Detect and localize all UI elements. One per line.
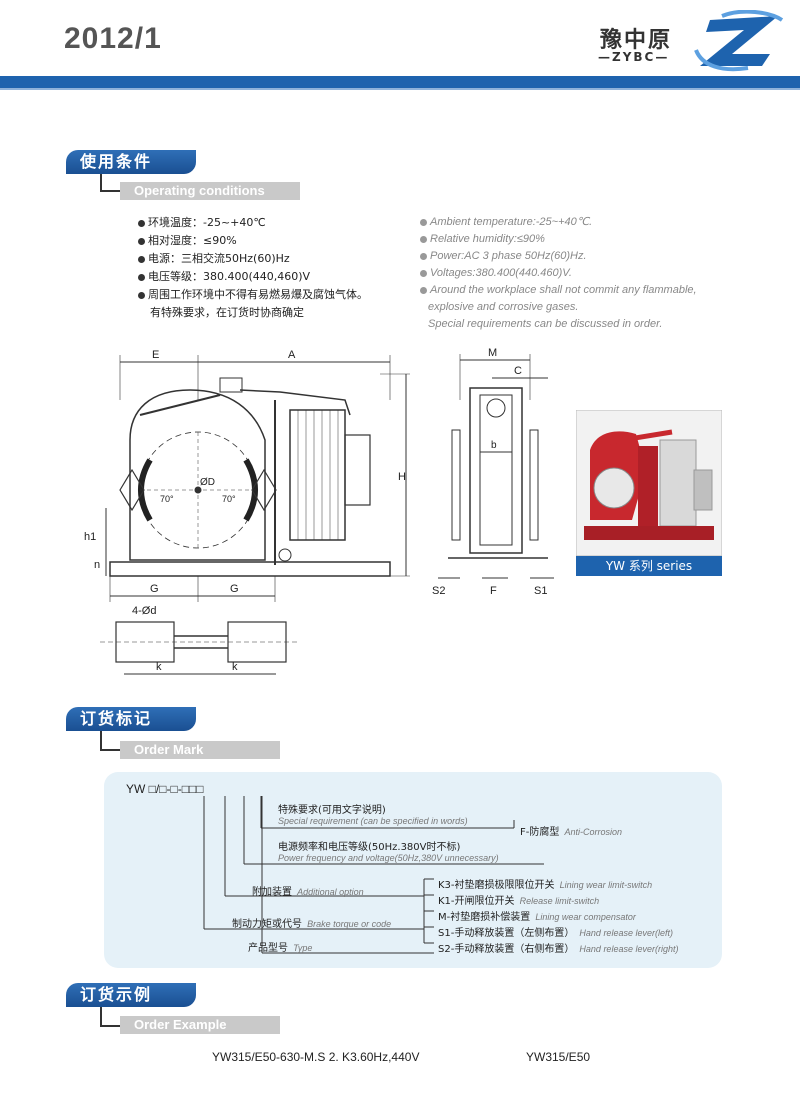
option-m: M-衬垫磨损补偿装置 Lining wear compensator: [438, 912, 636, 923]
dim-label: G: [230, 583, 239, 595]
bullet-icon: [138, 255, 145, 263]
section-connector-order-example: [100, 1007, 122, 1027]
dim-label: E: [152, 349, 159, 361]
dim-label: G: [150, 583, 159, 595]
header-band-accent: [0, 88, 800, 90]
series-label: YW 系列 series: [576, 556, 722, 576]
dim-label: ØD: [200, 477, 215, 488]
order-item-special: 特殊要求(可用文字说明) Special requirement (can be…: [278, 805, 468, 826]
condition-cn-item: 电源：三相交流50Hz(60)Hz: [138, 250, 408, 268]
order-item-torque: 制动力矩或代号 Brake torque or code: [232, 919, 392, 930]
condition-en-item: Voltages:380.400(440.460)V.: [420, 265, 740, 282]
condition-cn-item: 有特殊要求，在订货时协商确定: [150, 306, 304, 319]
bullet-icon: [138, 219, 145, 227]
section-title-order-mark: 订货标记: [66, 707, 196, 731]
dim-label: A: [288, 349, 296, 361]
bullet-icon: [420, 252, 427, 260]
option-k3: K3-衬垫磨损极限限位开关 Lining wear limit-switch: [438, 880, 653, 891]
conditions-en-list: Ambient temperature:-25~+40℃. Relative h…: [420, 214, 740, 333]
brake-drawing-icon: E A H h1 n ØD 70° 70° G G 4-Ød k: [84, 349, 410, 675]
order-item-anticorrosion: F-防腐型 Anti-Corrosion: [520, 827, 622, 838]
option-s1: S1-手动释放装置（左侧布置） Hand release lever(left): [438, 928, 673, 939]
condition-cn-item: 相对湿度：≤90%: [138, 232, 408, 250]
condition-cn-item: 环境温度：-25~+40℃: [138, 214, 408, 232]
dim-label: F: [490, 585, 497, 597]
condition-en-item: Ambient temperature:-25~+40℃.: [420, 214, 740, 231]
order-example-text: YW315/E50-630-M.S 2. K3.60Hz,440V: [212, 1050, 420, 1064]
option-k1: K1-开闸限位开关 Release limit-switch: [438, 896, 600, 907]
dim-label: S2: [432, 585, 445, 597]
dim-label: C: [514, 365, 522, 377]
order-code: YW □/□-□-□□□: [126, 782, 204, 796]
section-title-order-example: 订货示例: [66, 983, 196, 1007]
option-s2: S2-手动释放装置（右侧布置） Hand release lever(right…: [438, 944, 679, 955]
dim-label: 70°: [222, 494, 236, 504]
order-item-type: 产品型号 Type: [248, 943, 313, 954]
dim-label: k: [232, 661, 238, 673]
dim-label: h1: [84, 531, 96, 543]
dim-label: k: [156, 661, 162, 673]
logo-text-cn: 豫中原: [600, 28, 673, 53]
bullet-icon: [420, 269, 427, 277]
brake-side-view-icon: M C b S2 F S1: [432, 347, 554, 597]
order-mark-tree: [203, 796, 544, 954]
page-year: 2012/1: [64, 22, 162, 55]
condition-cn-item: 周围工作环境中不得有易燃易爆及腐蚀气体。: [138, 286, 408, 304]
bullet-icon: [420, 218, 427, 226]
section-subtitle-operating: Operating conditions: [120, 182, 300, 200]
section-connector-operating: [100, 174, 122, 192]
order-example-model: YW315/E50: [526, 1050, 591, 1064]
bullet-icon: [138, 237, 145, 245]
condition-en-item: Around the workplace shall not commit an…: [420, 282, 740, 299]
section-subtitle-order-example: Order Example: [120, 1016, 280, 1034]
product-photo-icon: [576, 410, 722, 556]
order-item-additional: 附加装置 Additional option: [252, 887, 364, 898]
dim-label: 4-Ød: [132, 605, 156, 617]
condition-cn-item: 电压等级：380.400(440,460)V: [138, 268, 408, 286]
conditions-cn-list: 环境温度：-25~+40℃ 相对湿度：≤90% 电源：三相交流50Hz(60)H…: [138, 214, 408, 322]
dim-label: 70°: [160, 494, 174, 504]
condition-en-item: Relative humidity:≤90%: [420, 231, 740, 248]
section-title-operating: 使用条件: [66, 150, 196, 174]
dim-label: S1: [534, 585, 547, 597]
order-item-power: 电源频率和电压等级(50Hz.380V时不标) Power frequency …: [278, 842, 499, 863]
condition-en-item: explosive and corrosive gases.: [428, 301, 579, 313]
dim-label: M: [488, 347, 497, 359]
dim-label: n: [94, 559, 100, 571]
condition-en-item: Power:AC 3 phase 50Hz(60)Hz.: [420, 248, 740, 265]
dim-label: H: [398, 471, 406, 483]
section-connector-order-mark: [100, 731, 122, 751]
section-subtitle-order-mark: Order Mark: [120, 741, 280, 759]
header-band: [0, 76, 800, 88]
logo-text-en: —ZYBC—: [598, 50, 670, 64]
bullet-icon: [138, 273, 145, 281]
dim-label: b: [491, 440, 497, 451]
order-mark-panel: [104, 772, 722, 968]
bullet-icon: [138, 291, 145, 299]
zybc-logo-icon: [694, 10, 784, 72]
bullet-icon: [420, 235, 427, 243]
condition-en-item: Special requirements can be discussed in…: [428, 318, 663, 330]
bullet-icon: [420, 286, 427, 294]
